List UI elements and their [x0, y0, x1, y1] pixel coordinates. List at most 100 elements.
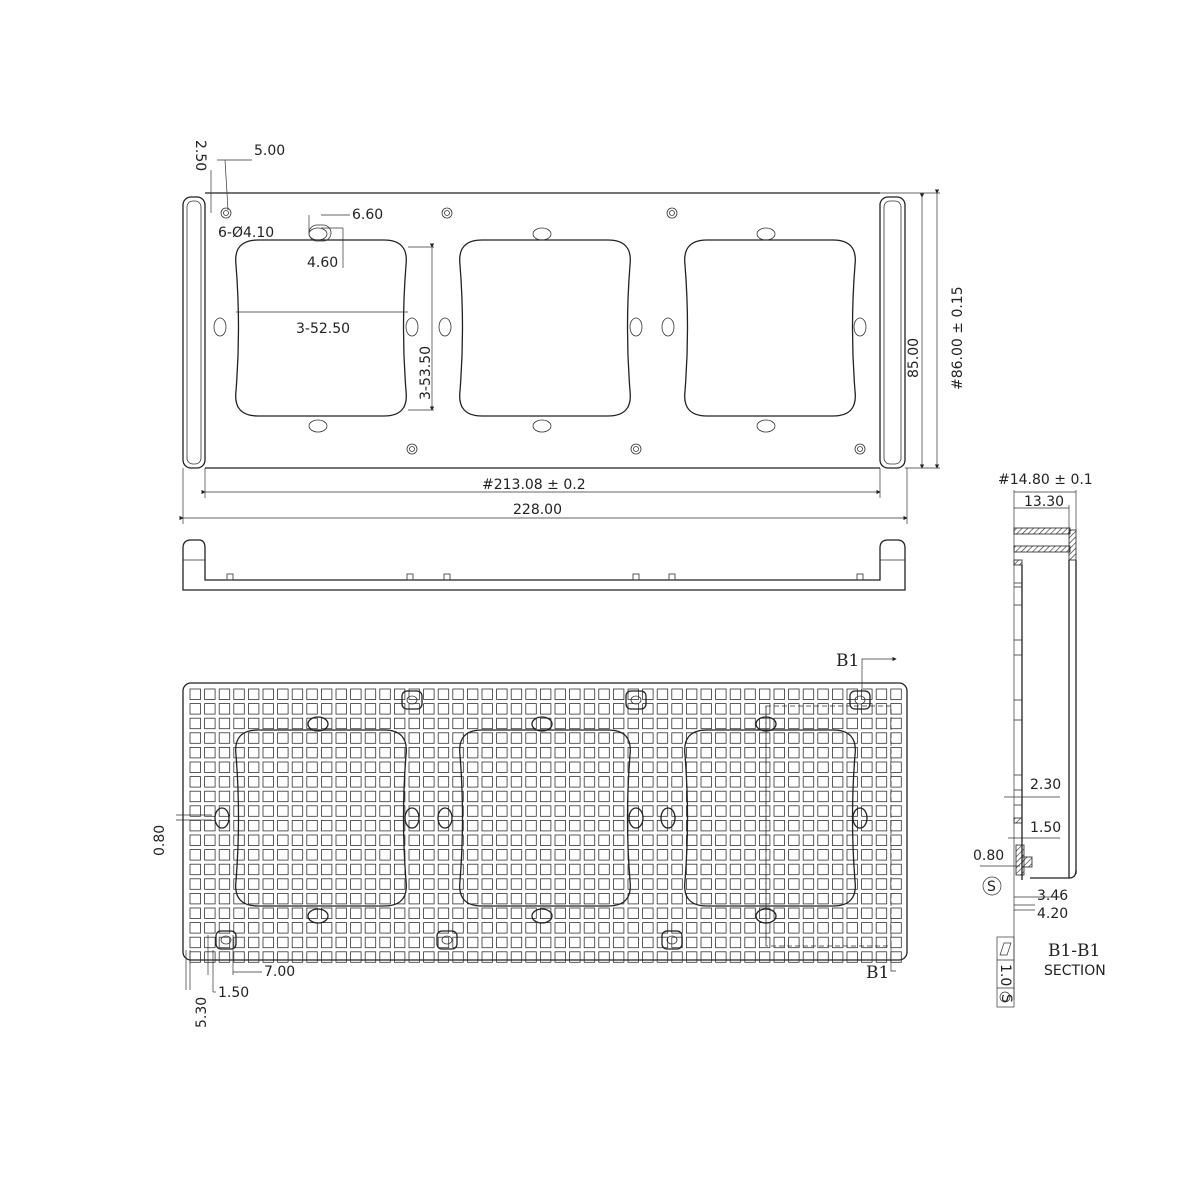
grid-cell — [262, 907, 274, 919]
grid-cell — [452, 820, 464, 832]
grid-cell — [379, 878, 391, 890]
grid-cell — [218, 907, 231, 919]
grid-cell — [233, 776, 245, 788]
grid-cell — [218, 688, 231, 700]
grid-cell — [759, 951, 771, 963]
grid-cell — [627, 936, 639, 949]
grid-cell — [788, 922, 800, 934]
grid-cell — [569, 790, 581, 803]
grid-cell — [452, 747, 464, 759]
grid-cell — [627, 849, 639, 861]
grid-cell — [715, 790, 727, 803]
grid-cell — [320, 776, 333, 788]
grid-cell — [233, 790, 245, 803]
grid-cell — [861, 849, 873, 861]
grid-cell — [627, 878, 639, 890]
grid-cell — [306, 863, 318, 876]
grid-cell — [802, 688, 815, 700]
grid-cell — [583, 863, 596, 876]
grid-cell — [613, 732, 625, 744]
section-marker-top: B1 — [836, 651, 859, 671]
grid-cell — [788, 761, 800, 773]
grid-cell — [189, 732, 201, 744]
grid-cell — [598, 747, 610, 759]
grid-cell — [481, 893, 493, 905]
grid-cell — [189, 922, 201, 934]
grid-cell — [525, 747, 537, 759]
grid-cell — [466, 732, 479, 744]
grid-cell — [788, 951, 800, 963]
grid-cell — [481, 907, 493, 919]
grid-cell — [759, 893, 771, 905]
grid-cell — [189, 717, 201, 730]
grid-cell — [759, 776, 771, 788]
grid-cell — [379, 747, 391, 759]
grid-cell — [759, 717, 771, 730]
grid-cell — [335, 834, 347, 846]
grid-cell — [335, 688, 347, 700]
grid-cell — [510, 717, 523, 730]
grid-cell — [802, 747, 815, 759]
grid-cell — [729, 849, 742, 861]
grid-cell — [700, 936, 712, 949]
grid-cell — [408, 717, 420, 730]
grid-cell — [393, 688, 406, 700]
grid-cell — [627, 790, 639, 803]
grid-cell — [583, 907, 596, 919]
grid-cell — [364, 936, 377, 949]
grid-cell — [656, 717, 669, 730]
oval-hole — [756, 227, 776, 241]
grid-cell — [247, 717, 260, 730]
grid-cell — [335, 732, 347, 744]
grid-cell — [437, 761, 450, 773]
grid-cell — [642, 805, 654, 817]
grid-cell — [642, 834, 654, 846]
grid-cell — [890, 747, 902, 759]
grid-cell — [715, 761, 727, 773]
grid-cell — [569, 732, 581, 744]
grid-cell — [788, 805, 800, 817]
screw-hole — [666, 935, 678, 945]
grid-cell — [890, 907, 902, 919]
dim-1-50: 1.50 — [218, 985, 249, 1001]
grid-cell — [189, 834, 201, 846]
grid-cell — [744, 878, 756, 890]
grid-cell — [700, 951, 712, 963]
grid-cell — [671, 703, 683, 715]
grid-cell — [306, 732, 318, 744]
grid-cell — [890, 863, 902, 876]
screw-hole-inner — [633, 446, 639, 452]
grid-cell — [320, 688, 333, 700]
dim-0-80: 0.80 — [152, 825, 168, 856]
grid-cell — [291, 717, 304, 730]
grid-cell — [189, 863, 201, 876]
grid-cell — [817, 820, 829, 832]
grid-cell — [773, 893, 785, 905]
grid-cell — [627, 717, 639, 730]
grid-cell — [613, 805, 625, 817]
grid-cell — [408, 805, 420, 817]
dim-5-00: 5.00 — [254, 143, 285, 159]
grid-cell — [569, 834, 581, 846]
grid-cell — [408, 849, 420, 861]
grid-cell — [744, 922, 756, 934]
grid-cell — [802, 761, 815, 773]
screw-hole — [630, 443, 642, 455]
grid-cell — [364, 747, 377, 759]
grid-cell — [306, 688, 318, 700]
grid-cell — [437, 732, 450, 744]
grid-cell — [510, 863, 523, 876]
grid-cell — [233, 849, 245, 861]
dim-overall-depth: #14.80 ± 0.1 — [998, 472, 1093, 488]
grid-cell — [642, 761, 654, 773]
grid-cell — [525, 732, 537, 744]
grid-cell — [277, 717, 289, 730]
grid-cell — [817, 703, 829, 715]
grid-cell — [569, 878, 581, 890]
grid-cell — [437, 922, 450, 934]
grid-cell — [817, 717, 829, 730]
grid-cell — [379, 761, 391, 773]
grid-cell — [218, 834, 231, 846]
grid-cell — [481, 951, 493, 963]
